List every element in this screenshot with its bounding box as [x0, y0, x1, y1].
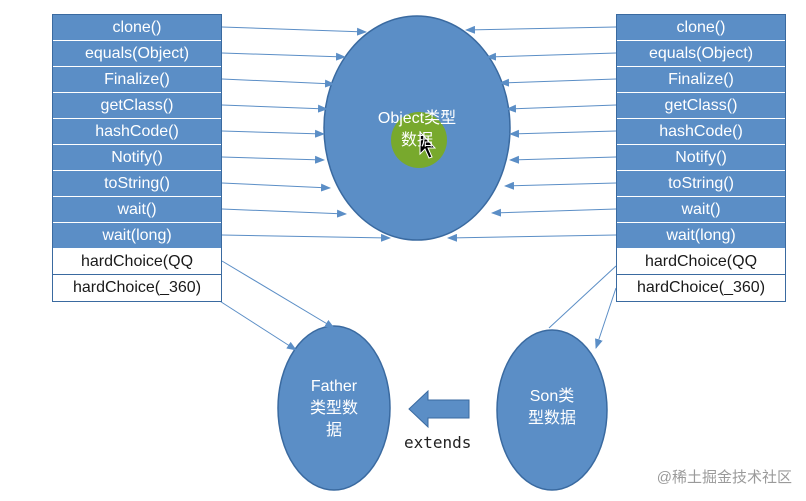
- left-method-item: hashCode(): [53, 119, 221, 145]
- father-type-label: Father 类型数 据: [284, 376, 384, 442]
- extends-label: extends: [404, 433, 472, 452]
- son-type-label-line: Son类: [529, 388, 575, 405]
- left-method-item: Notify(): [53, 145, 221, 171]
- right-method-item: Notify(): [617, 145, 785, 171]
- father-type-label-line: 类型数: [309, 400, 358, 417]
- right-method-item: toString(): [617, 171, 785, 197]
- watermark-text: @稀土掘金技术社区: [656, 469, 792, 486]
- right-method-item: hardChoice(_360): [617, 275, 785, 301]
- right-method-item: getClass(): [617, 93, 785, 119]
- left-method-item: wait(): [53, 197, 221, 223]
- object-type-label-line2: 数据: [400, 132, 433, 149]
- left-method-list: clone() equals(Object) Finalize() getCla…: [52, 14, 222, 302]
- left-method-item: wait(long): [53, 223, 221, 249]
- mouse-cursor-icon: [419, 130, 437, 159]
- object-type-label-line1: Object类型: [377, 110, 457, 127]
- right-method-item: clone(): [617, 15, 785, 41]
- cursor-highlight: [391, 112, 447, 168]
- right-method-item: hashCode(): [617, 119, 785, 145]
- left-method-item: equals(Object): [53, 41, 221, 67]
- left-method-item: getClass(): [53, 93, 221, 119]
- right-method-item: equals(Object): [617, 41, 785, 67]
- left-method-item: clone(): [53, 15, 221, 41]
- right-method-item: Finalize(): [617, 67, 785, 93]
- left-method-item: hardChoice(QQ: [53, 249, 221, 275]
- right-arrows: [447, 25, 617, 349]
- left-method-item: hardChoice(_360): [53, 275, 221, 301]
- son-type-label: Son类 型数据: [502, 386, 602, 430]
- son-type-label-line: 型数据: [527, 410, 576, 427]
- son-type-ellipse: [496, 329, 608, 491]
- right-method-item: hardChoice(QQ: [617, 249, 785, 275]
- object-type-label: Object类型 数据: [357, 108, 477, 152]
- right-method-item: wait(long): [617, 223, 785, 249]
- left-arrows: [214, 26, 391, 351]
- left-method-item: toString(): [53, 171, 221, 197]
- right-method-list: clone() equals(Object) Finalize() getCla…: [616, 14, 786, 302]
- left-method-item: Finalize(): [53, 67, 221, 93]
- right-method-item: wait(): [617, 197, 785, 223]
- father-type-label-line: Father: [310, 378, 358, 395]
- extends-arrow: [408, 389, 470, 429]
- father-type-label-line: 据: [325, 422, 342, 439]
